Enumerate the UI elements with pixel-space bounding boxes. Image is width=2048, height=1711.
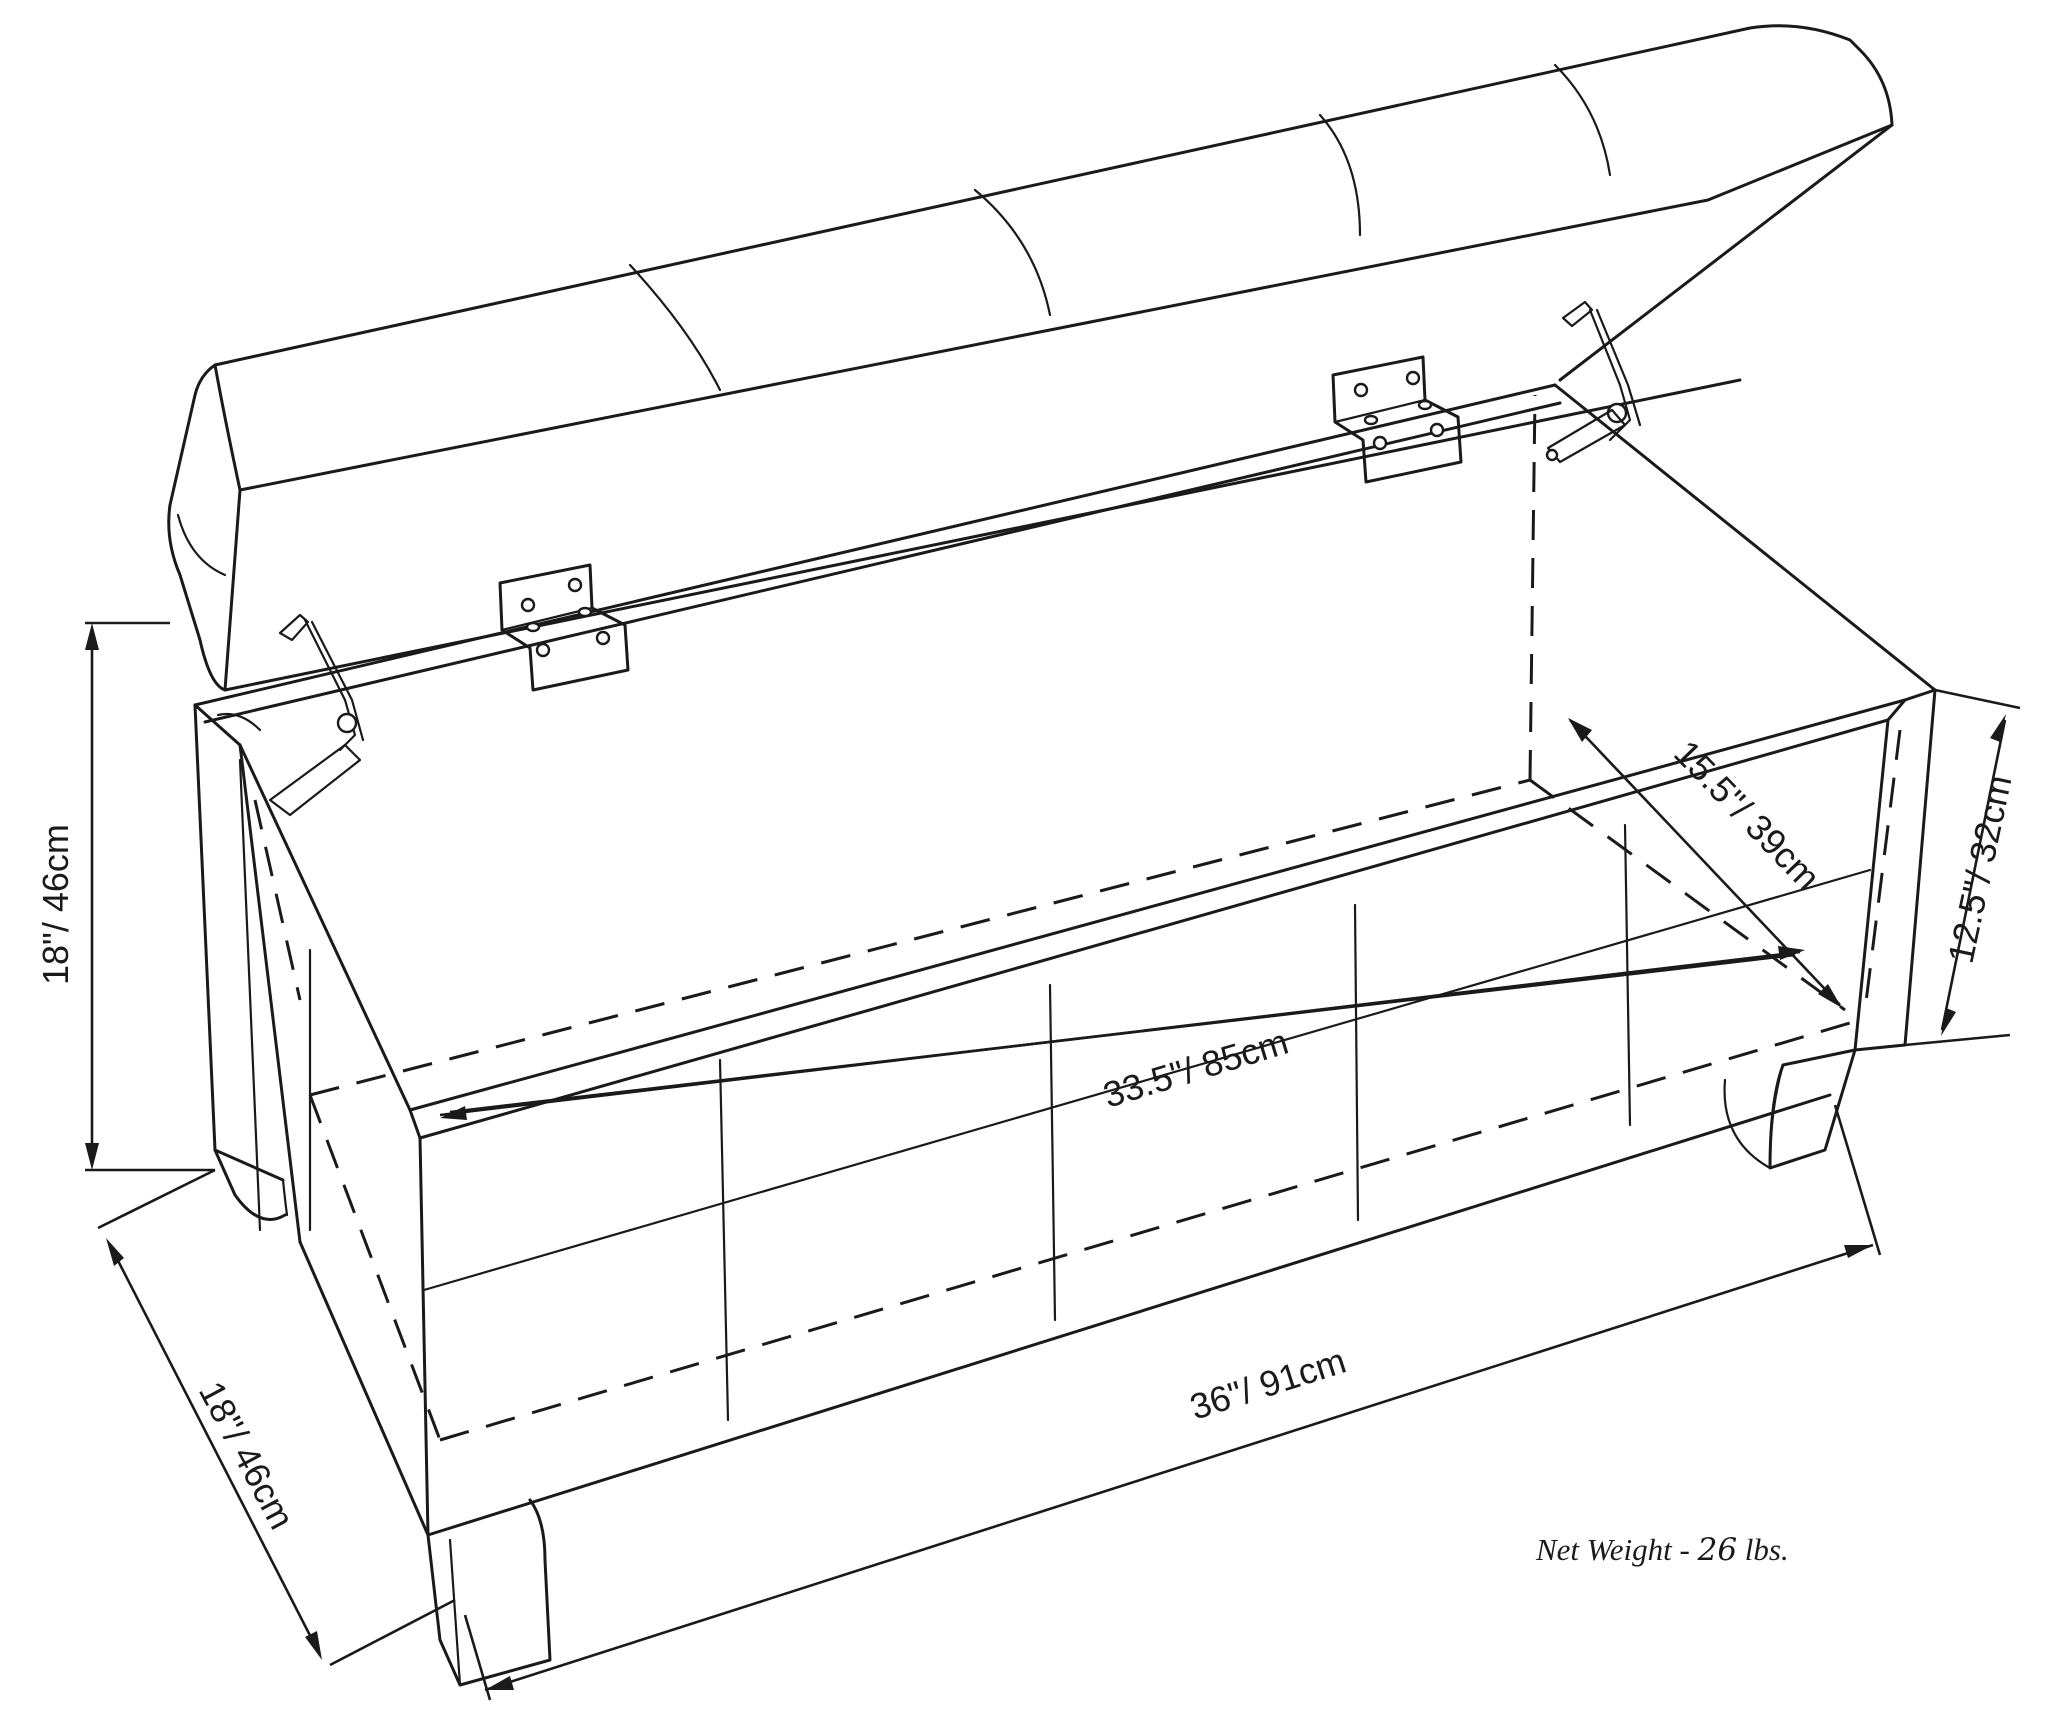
net-weight-unit: lbs. (1737, 1532, 1789, 1567)
dimension-overall-depth: 18"/ 46cm (97, 1168, 456, 1667)
lid-stay-left (268, 613, 365, 817)
dimension-interior-width: 33.5"/ 85cm (439, 946, 1805, 1120)
box-body (193, 383, 1937, 1537)
hinge-left (498, 563, 630, 692)
dimension-overall-height: 18"/ 46cm (35, 621, 215, 1172)
overall-width-label: 36"/ 91cm (1185, 1340, 1351, 1428)
net-weight-prefix: Net Weight - (1536, 1532, 1698, 1567)
interior-height-label: 12.5"/ 32cm (1940, 771, 2020, 966)
dimension-interior-height: 12.5"/ 32cm (1904, 688, 2021, 1047)
net-weight-label: Net Weight - 26 lbs. (1536, 1532, 1789, 1568)
overall-height-label: 18"/ 46cm (35, 824, 76, 985)
dimension-overall-width: 36"/ 91cm (463, 1104, 1882, 1701)
interior-depth-label: 15.5"/ 39cm (1666, 732, 1828, 898)
legs (213, 1048, 1857, 1687)
hinge-right (1331, 355, 1463, 484)
net-weight-value: 26 (1697, 1532, 1738, 1568)
interior-width-label: 33.5"/ 85cm (1098, 1021, 1293, 1116)
interior-dashed-lines (253, 394, 1902, 1442)
lid-stay-right (1545, 300, 1642, 464)
lid (167, 24, 1894, 692)
